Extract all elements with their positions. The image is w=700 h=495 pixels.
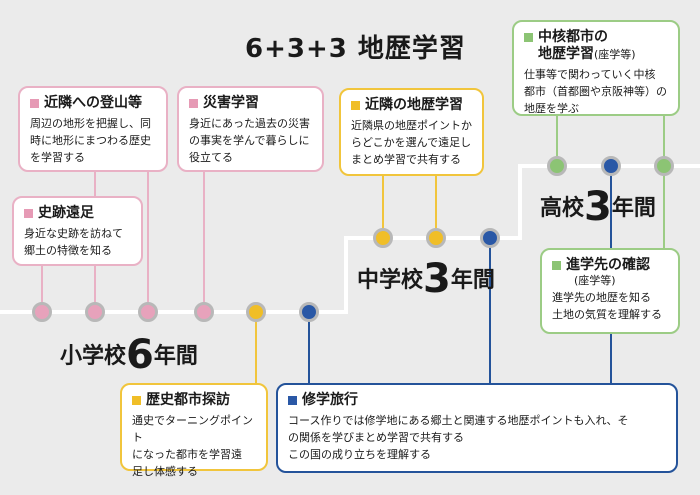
card-school-trip-title: 修学旅行: [302, 392, 358, 408]
node-trip-3: [601, 156, 621, 176]
marker-square-icon: [288, 396, 297, 405]
node-career: [654, 156, 674, 176]
card-neighbor-history-desc: 近隣県の地歴ポイントか らどこかを選んで遠足し まとめ学習で共有する: [351, 119, 472, 166]
stage-label-junior: 中学校3年間: [357, 256, 495, 302]
card-core-city-desc: 仕事等で関わっていく中核 都市（首都圏や京阪神等）の 地歴を学ぶ: [524, 68, 667, 115]
node-disaster: [194, 302, 214, 322]
stage-elementary-pre: 小学校: [60, 344, 127, 369]
stage-high-pre: 高校: [540, 196, 585, 221]
card-core-city: 中核都市の 地歴学習(座学等) 仕事等で関わっていく中核 都市（首都圏や京阪神等…: [512, 20, 680, 116]
marker-square-icon: [552, 261, 561, 270]
card-ruins-title: 史跡遠足: [38, 205, 94, 221]
stage-elementary-num: 6: [126, 332, 154, 378]
marker-square-icon: [351, 101, 360, 110]
card-ruins-desc: 身近な史跡を訪ねて 郷土の特徴を知る: [24, 227, 123, 257]
node-trip-2: [480, 228, 500, 248]
node-history-city: [246, 302, 266, 322]
card-ruins: 史跡遠足 身近な史跡を訪ねて 郷土の特徴を知る: [12, 196, 143, 266]
card-history-city-title: 歴史都市探訪: [146, 392, 230, 408]
card-school-trip-desc: コース作りでは修学地にある郷土と関連する地歴ポイントも入れ、そ の関係を学びまと…: [288, 414, 629, 461]
card-disaster-title: 災害学習: [203, 95, 259, 111]
node-neighbor-2: [426, 228, 446, 248]
stage-label-elementary: 小学校6年間: [60, 332, 198, 378]
stage-high-post: 年間: [611, 196, 656, 221]
node-trip-1: [299, 302, 319, 322]
card-neighbor-history-title: 近隣の地歴学習: [365, 97, 463, 113]
stage-junior-pre: 中学校: [357, 268, 424, 293]
card-career: 進学先の確認 (座学等) 進学先の地歴を知る 土地の気質を理解する: [540, 248, 680, 334]
stage-junior-post: 年間: [450, 268, 495, 293]
node-ruins: [32, 302, 52, 322]
node-hiking-1: [85, 302, 105, 322]
card-school-trip: 修学旅行 コース作りでは修学地にある郷土と関連する地歴ポイントも入れ、そ の関係…: [276, 383, 678, 473]
card-hiking: 近隣への登山等 周辺の地形を把握し、同 時に地形にまつわる歴史 を学習する: [18, 86, 168, 172]
card-hiking-title: 近隣への登山等: [44, 95, 142, 111]
card-history-city: 歴史都市探訪 通史でターニングポイント になった都市を学習遠 足し体感する: [120, 383, 268, 478]
card-career-desc: 進学先の地歴を知る 土地の気質を理解する: [552, 291, 662, 321]
stage-elementary-post: 年間: [153, 344, 198, 369]
card-career-title: 進学先の確認: [566, 257, 650, 273]
card-neighbor-history: 近隣の地歴学習 近隣県の地歴ポイントか らどこかを選んで遠足し まとめ学習で共有…: [339, 88, 484, 176]
card-core-city-title: 中核都市の 地歴学習: [538, 29, 608, 62]
marker-square-icon: [132, 396, 141, 405]
stage-high-num: 3: [584, 184, 612, 230]
marker-square-icon: [24, 209, 33, 218]
marker-square-icon: [524, 33, 533, 42]
card-core-city-sub: (座学等): [594, 48, 636, 61]
stage-label-high: 高校3年間: [540, 184, 656, 230]
marker-square-icon: [189, 99, 198, 108]
node-hiking-2: [138, 302, 158, 322]
card-disaster-desc: 身近にあった過去の災害 の事実を学んで暮らしに 役立てる: [189, 117, 310, 164]
card-hiking-desc: 周辺の地形を把握し、同 時に地形にまつわる歴史 を学習する: [30, 117, 151, 164]
marker-square-icon: [30, 99, 39, 108]
card-history-city-desc: 通史でターニングポイント になった都市を学習遠 足し体感する: [132, 414, 253, 478]
page-title: 6+3+3 地歴学習: [245, 34, 466, 64]
card-career-sub: (座学等): [574, 274, 616, 287]
stage-junior-num: 3: [423, 256, 451, 302]
node-neighbor-1: [373, 228, 393, 248]
node-core-city: [547, 156, 567, 176]
card-disaster: 災害学習 身近にあった過去の災害 の事実を学んで暮らしに 役立てる: [177, 86, 324, 172]
